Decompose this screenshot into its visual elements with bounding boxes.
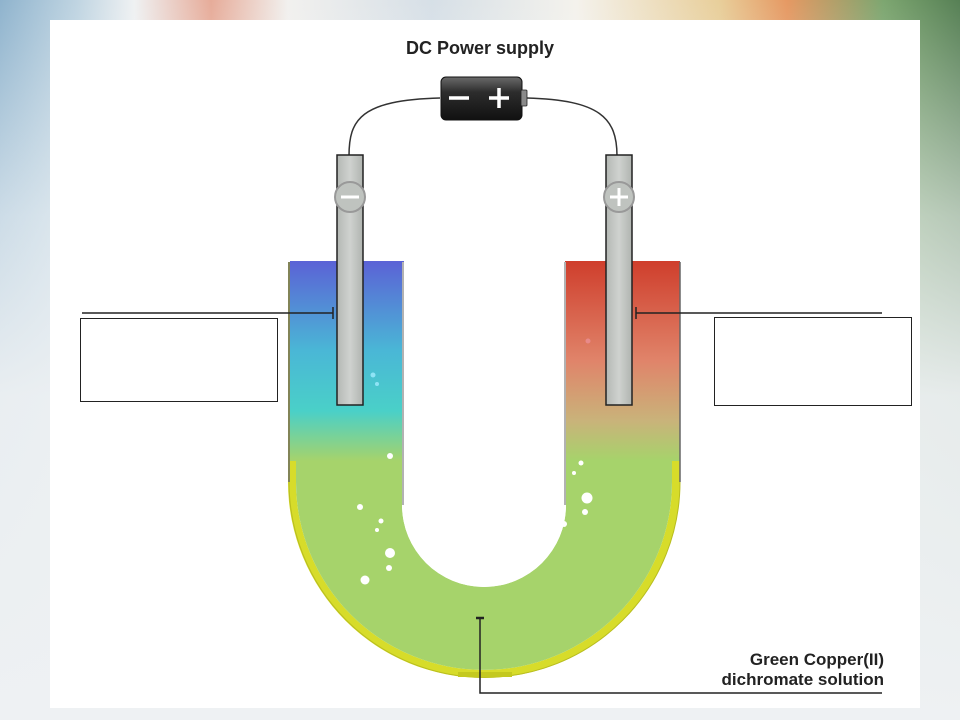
wire-positive [526,97,618,157]
solution-label-line1: Green Copper(II) [749,650,884,669]
label-leader-lines [82,307,882,694]
green-solution [296,420,672,670]
power-supply-title: DC Power supply [405,38,555,58]
cathode-label-box[interactable] [80,318,278,402]
cathode-electrode [334,154,366,406]
battery [440,76,528,121]
u-tube-inner [402,262,566,587]
solution-label-line2: dichromate solution [721,670,884,689]
anode-label-box[interactable] [714,317,912,406]
solution-label: Green Copper(II) dichromate solution [688,650,884,690]
gas-bubbles [357,338,593,585]
anode-electrode [603,154,635,406]
wire-negative [348,97,441,157]
